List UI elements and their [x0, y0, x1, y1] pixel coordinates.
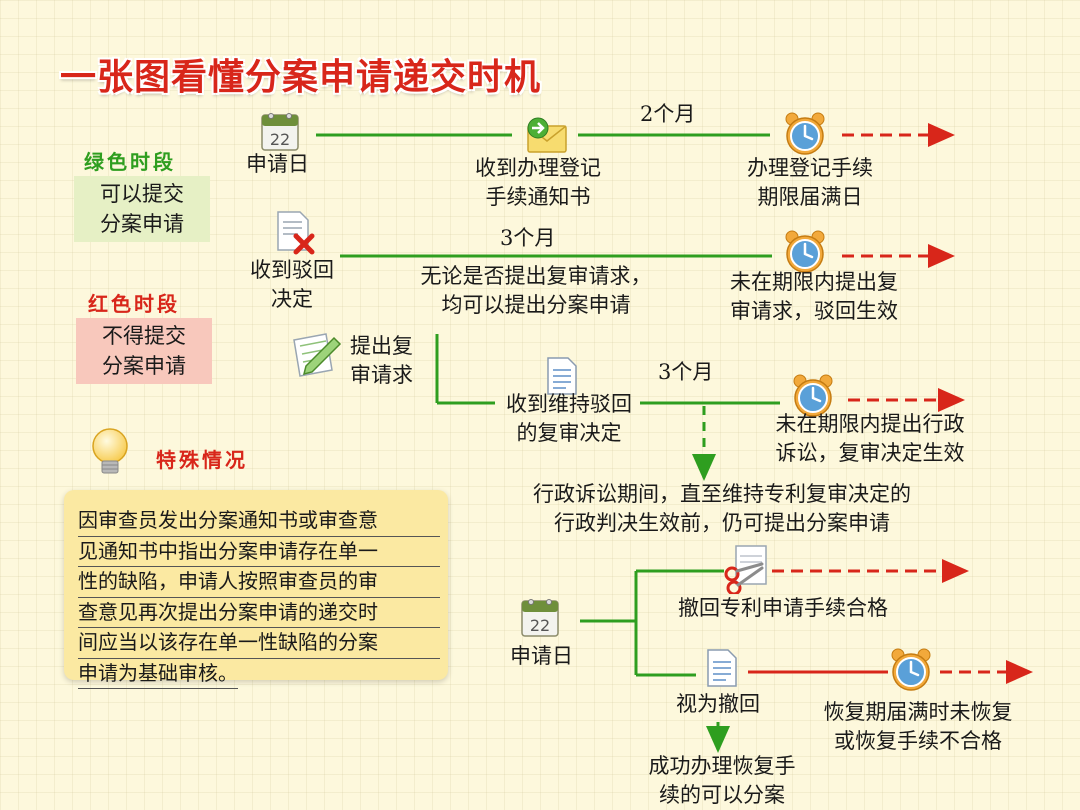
- green-segment-box: 可以提交分案申请: [74, 176, 210, 242]
- row1-middle-line-2: 手续通知书: [485, 185, 591, 209]
- row3-duration-label: 3个月: [658, 360, 714, 384]
- scissors-icon: [724, 545, 767, 594]
- special-case-box: [64, 490, 448, 680]
- row3-note-line-1: 行政诉讼期间，直至维持专利复审决定的: [533, 482, 911, 506]
- row1-end-label: 办理登记手续期限届满日: [728, 154, 892, 212]
- calendar-day-2: 22: [530, 616, 550, 635]
- red-segment-title: 红色时段: [88, 292, 180, 316]
- document-icon: [707, 649, 737, 687]
- row3-start-line-1: 提出复: [350, 334, 413, 358]
- row1-end-line-2: 期限届满日: [757, 185, 863, 209]
- row2-start-line-2: 决定: [271, 287, 313, 311]
- row4-end-label: 恢复期届满时未恢复或恢复手续不合格: [806, 698, 1030, 756]
- green-segment-title: 绿色时段: [84, 150, 176, 174]
- review-request-icon: [293, 333, 342, 377]
- red-box-line-2: 分案申请: [102, 354, 186, 378]
- alarm-clock-icon: [785, 112, 825, 155]
- row1-middle-line-1: 收到办理登记: [475, 156, 601, 180]
- row1-duration-label: 2个月: [640, 102, 696, 126]
- red-box-line-1: 不得提交: [102, 324, 186, 348]
- special-line-2: 见通知书中指出分案申请存在单一: [78, 537, 440, 567]
- row3-middle-line-2: 的复审决定: [516, 421, 622, 445]
- special-line-4: 查意见再次提出分案申请的递交时: [78, 598, 440, 628]
- row2-start-line-1: 收到驳回: [250, 258, 334, 282]
- row4-below-line-2: 续的可以分案: [659, 783, 785, 807]
- row4-end-line-1: 恢复期届满时未恢复: [823, 700, 1013, 724]
- row2-middle-label: 无论是否提出复审请求， 均可以提出分案申请: [398, 262, 674, 320]
- row1-start-label: 申请日: [246, 152, 309, 176]
- special-line-6: 申请为基础审核。: [78, 659, 238, 689]
- calendar-icon: 22: [261, 113, 299, 151]
- calendar-icon: 22: [521, 599, 559, 637]
- row3-end-line-2: 诉讼，复审决定生效: [775, 441, 965, 465]
- row2-middle-line-1: 无论是否提出复审请求，: [420, 264, 652, 288]
- row3-start-label: 提出复审请求: [350, 332, 413, 390]
- special-line-3: 性的缺陷，申请人按照审查员的审: [78, 567, 440, 598]
- document-icon: [547, 357, 577, 395]
- row3-end-line-1: 未在期限内提出行政: [775, 412, 965, 436]
- special-line-1: 因审查员发出分案通知书或审查意: [78, 506, 440, 537]
- row2-start-label: 收到驳回决定: [240, 256, 344, 314]
- row1-middle-label: 收到办理登记手续通知书: [452, 154, 624, 212]
- row3-note-label: 行政诉讼期间，直至维持专利复审决定的行政判决生效前，仍可提出分案申请: [500, 480, 944, 538]
- row4-branch-bottom-label: 视为撤回: [676, 692, 760, 716]
- alarm-clock-icon: [793, 374, 833, 417]
- row2-end-label: 未在期限内提出复审请求，驳回生效: [714, 268, 914, 326]
- row3-end-label: 未在期限内提出行政诉讼，复审决定生效: [758, 410, 982, 468]
- alarm-clock-icon: [785, 230, 825, 273]
- row4-end-line-2: 或恢复手续不合格: [834, 729, 1002, 753]
- rejected-document-icon: [277, 211, 315, 255]
- row2-end-line-1: 未在期限内提出复: [730, 270, 898, 294]
- row4-below-line-1: 成功办理恢复手: [648, 754, 796, 778]
- special-case-text: 因审查员发出分案通知书或审查意 见通知书中指出分案申请存在单一 性的缺陷，申请人…: [78, 506, 440, 689]
- row3-middle-label: 收到维持驳回的复审决定: [496, 390, 642, 448]
- special-case-title: 特殊情况: [156, 448, 248, 472]
- row2-middle-line-2: 均可以提出分案申请: [441, 293, 631, 317]
- special-line-5: 间应当以该存在单一性缺陷的分案: [78, 628, 440, 659]
- row3-start-line-2: 审请求: [350, 363, 413, 387]
- row4-start-label: 申请日: [510, 644, 573, 668]
- row4-branch-top-label: 撤回专利申请手续合格: [678, 596, 888, 620]
- calendar-day-1: 22: [270, 130, 290, 149]
- row2-duration-label: 3个月: [500, 226, 556, 250]
- green-box-line-1: 可以提交: [100, 182, 184, 206]
- row3-note-line-2: 行政判决生效前，仍可提出分案申请: [554, 511, 890, 535]
- green-box-line-2: 分案申请: [100, 212, 184, 236]
- red-segment-box: 不得提交分案申请: [76, 318, 212, 384]
- envelope-arrow-icon: [527, 117, 567, 153]
- alarm-clock-icon: [891, 648, 931, 691]
- row3-middle-line-1: 收到维持驳回: [506, 392, 632, 416]
- lightbulb-icon: [92, 428, 128, 474]
- page-title: 一张图看懂分案申请递交时机: [60, 57, 542, 98]
- row1-end-line-1: 办理登记手续: [747, 156, 873, 180]
- row4-below-label: 成功办理恢复手续的可以分案: [636, 752, 808, 810]
- row2-end-line-2: 审请求，驳回生效: [730, 299, 898, 323]
